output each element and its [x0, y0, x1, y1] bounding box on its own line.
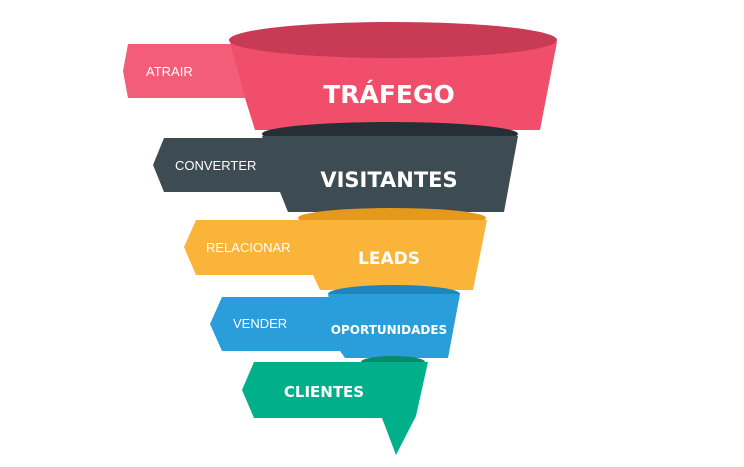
funnel-stage-opportunities: VENDER OPORTUNIDADES [210, 285, 460, 358]
action-label-leads: RELACIONAR [206, 240, 291, 255]
action-tag-leads [184, 220, 320, 275]
stage-label-clients: CLIENTES [284, 383, 364, 401]
funnel-band-leads [298, 220, 487, 290]
stage-label-visitors: VISITANTES [320, 168, 457, 192]
funnel-band-clients [242, 362, 428, 455]
stage-label-opportunities: OPORTUNIDADES [331, 323, 447, 337]
funnel-stage-clients: CLIENTES [242, 356, 428, 455]
action-label-traffic: ATRAIR [146, 64, 193, 79]
funnel-band-visitors [262, 136, 518, 212]
stage-label-leads: LEADS [358, 249, 420, 269]
funnel-rim-traffic [229, 22, 557, 58]
stage-label-traffic: TRÁFEGO [323, 80, 455, 109]
funnel-stage-leads: RELACIONAR LEADS [184, 208, 487, 290]
action-tag-visitors [153, 138, 290, 192]
funnel-band-opportunities [328, 294, 460, 358]
funnel-stage-traffic: ATRAIR TRÁFEGO [123, 22, 557, 130]
action-tag-opportunities [210, 297, 345, 351]
action-label-opportunities: VENDER [233, 316, 287, 331]
funnel-stage-visitors: CONVERTER VISITANTES [153, 122, 518, 212]
action-label-visitors: CONVERTER [175, 158, 256, 173]
funnel-band-traffic [230, 42, 557, 130]
action-tag-traffic [123, 44, 258, 98]
